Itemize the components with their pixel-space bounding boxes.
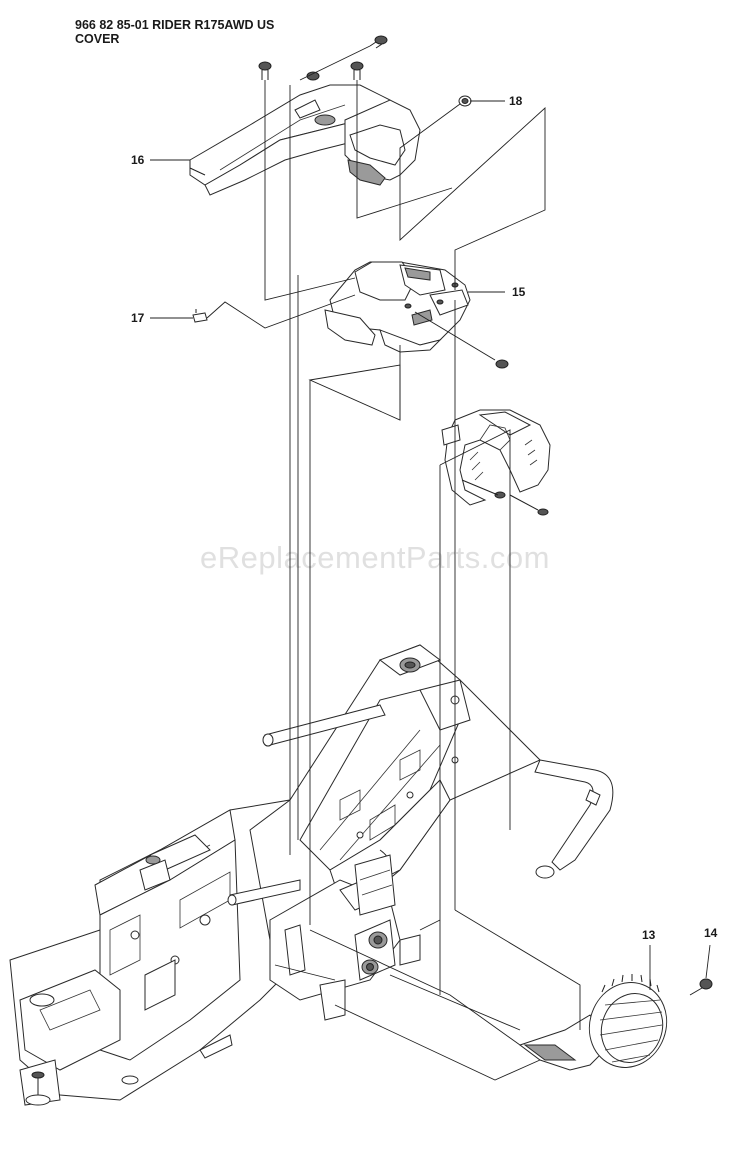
part-17-clip	[192, 309, 208, 323]
model-number: 966 82 85-01 RIDER R175AWD US	[75, 18, 275, 32]
callout-16: 16	[131, 153, 145, 167]
part-15-console-cover	[324, 261, 471, 353]
shift-bracket	[441, 409, 551, 516]
frame-assembly	[9, 644, 614, 1106]
callout-14: 14	[704, 926, 718, 940]
part-16-top-cover	[189, 84, 421, 196]
callout-13: 13	[642, 928, 656, 942]
assembly-lines	[150, 45, 711, 1081]
part-18-nut	[458, 95, 472, 107]
section-name: COVER	[75, 32, 120, 46]
part-13-wheel	[518, 974, 668, 1071]
callout-17: 17	[131, 311, 145, 325]
screw-set-top	[258, 35, 388, 81]
callout-15: 15	[512, 285, 526, 299]
watermark: eReplacementParts.com	[200, 540, 550, 575]
part-14-screw	[689, 978, 713, 996]
callout-18: 18	[509, 94, 523, 108]
diagram-title: 966 82 85-01 RIDER R175AWD US COVER	[75, 18, 274, 46]
